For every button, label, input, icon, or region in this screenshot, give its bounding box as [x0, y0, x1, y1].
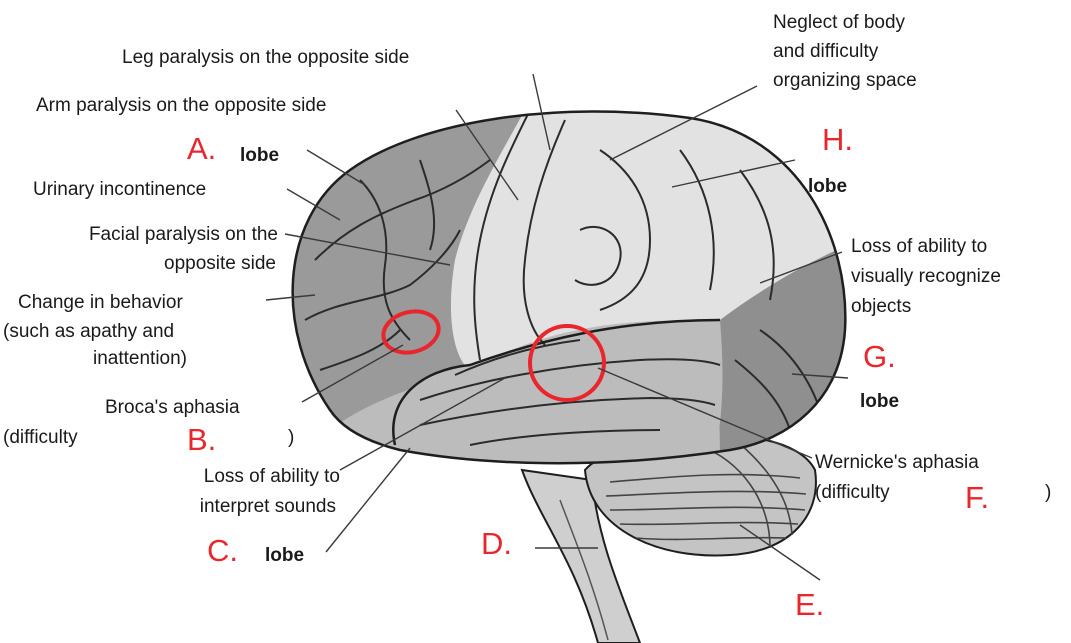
- label-sounds-line2: interpret sounds: [100, 496, 336, 517]
- letter-d: D.: [481, 527, 512, 560]
- label-wernicke-line1: Wernicke's aphasia: [815, 452, 979, 473]
- label-lobe-h: lobe: [808, 176, 847, 197]
- label-arm-paralysis: Arm paralysis on the opposite side: [36, 95, 326, 116]
- letter-f: F.: [965, 481, 989, 514]
- label-wernicke-line2: (difficulty: [815, 482, 890, 503]
- label-behavior-line1: Change in behavior: [18, 292, 183, 313]
- label-facial-paralysis-line2: opposite side: [0, 253, 276, 274]
- label-broca-line2: (difficulty: [3, 427, 78, 448]
- label-broca-close: ): [288, 427, 294, 448]
- label-visual-line1: Loss of ability to: [851, 236, 987, 257]
- label-behavior-line3: inattention): [93, 348, 187, 369]
- label-facial-paralysis-line1: Facial paralysis on the: [0, 224, 278, 245]
- letter-e: E.: [795, 588, 824, 621]
- label-neglect-line2: and difficulty: [773, 41, 878, 62]
- letter-h: H.: [822, 123, 853, 156]
- label-lobe-c: lobe: [265, 545, 304, 566]
- label-urinary-incontinence: Urinary incontinence: [33, 179, 206, 200]
- label-leg-paralysis: Leg paralysis on the opposite side: [122, 47, 409, 68]
- label-wernicke-close: ): [1045, 482, 1051, 503]
- label-visual-line2: visually recognize: [851, 266, 1001, 287]
- letter-c: C.: [207, 534, 238, 567]
- leader-lobe-c: [326, 448, 410, 552]
- letter-a: A.: [187, 132, 216, 165]
- label-visual-line3: objects: [851, 296, 911, 317]
- letter-g: G.: [863, 340, 896, 373]
- letter-b: B.: [187, 423, 216, 456]
- label-sounds-line1: Loss of ability to: [100, 466, 340, 487]
- label-lobe-a: lobe: [240, 145, 279, 166]
- label-behavior-line2: (such as apathy and: [3, 321, 174, 342]
- label-neglect-line1: Neglect of body: [773, 12, 905, 33]
- label-lobe-g: lobe: [860, 391, 899, 412]
- label-neglect-line3: organizing space: [773, 70, 917, 91]
- label-broca-line1: Broca's aphasia: [105, 397, 240, 418]
